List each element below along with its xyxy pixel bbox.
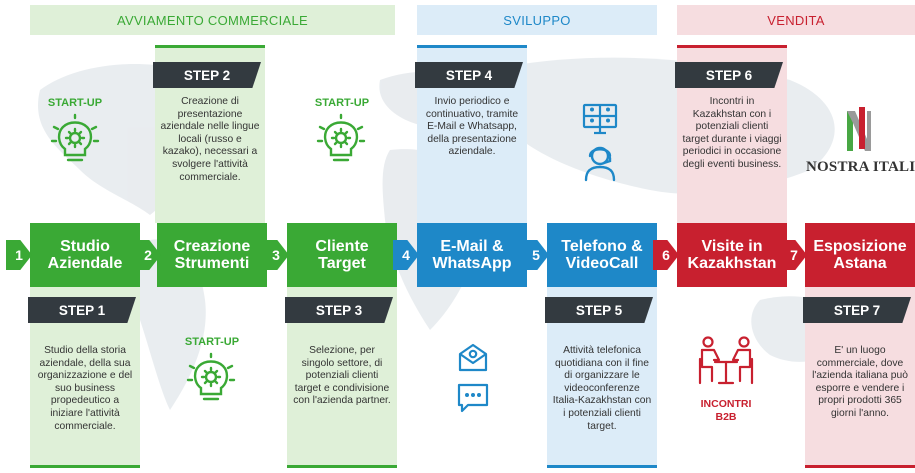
step-1-tag: STEP 1: [28, 297, 136, 323]
step-7-accent: [805, 465, 915, 468]
step-5-description: Attività telefonica quotidiana con il fi…: [552, 345, 652, 432]
nostra-italia-logo-icon: [847, 107, 871, 151]
phase-header-avviamento: AVVIAMENTO COMMERCIALE: [30, 5, 395, 35]
step-6-description: Incontri in Kazakhstan con i potenziali …: [682, 96, 782, 170]
step-4-block: E-Mail & WhatsApp: [417, 223, 527, 287]
lightbulb-gear-icon: [316, 113, 366, 162]
step-3-block: Cliente Target: [287, 223, 397, 287]
phase-header-vendita: VENDITA: [677, 5, 915, 35]
meeting-table-icon: [698, 336, 754, 385]
email-icon: [458, 343, 488, 372]
step-3-accent: [287, 465, 397, 468]
step-1-block: Studio Aziendale: [30, 223, 140, 287]
videoconference-icon: [582, 103, 618, 135]
chat-icon: [457, 383, 489, 413]
b2b-meetings-label: INCONTRI B2B: [700, 398, 752, 423]
step-4-accent: [417, 45, 527, 48]
step-7-tag: STEP 7: [803, 297, 911, 323]
step-3-description: Selezione, per singolo settore, di poten…: [293, 345, 391, 407]
step-5-block: Telefono & VideoCall: [547, 223, 657, 287]
step-7-description: E' un luogo commerciale, dove l'azienda …: [812, 345, 908, 419]
step-4-tag: STEP 4: [415, 62, 523, 88]
nostra-italia-logo-text: NOSTRA ITALIA: [806, 159, 915, 175]
step-5-tag: STEP 5: [545, 297, 653, 323]
step-6-block: Visite in Kazakhstan: [677, 223, 787, 287]
step-1-description: Studio della storia aziendale, della sua…: [37, 345, 133, 432]
step-5-accent: [547, 465, 657, 468]
operator-headset-icon: [584, 146, 616, 182]
step-7-block: Esposizione Astana: [805, 223, 915, 287]
step-4-description: Invio periodico e continuativo, tramite …: [425, 96, 519, 158]
phase-header-sviluppo: SVILUPPO: [417, 5, 657, 35]
step-6-tag: STEP 6: [675, 62, 783, 88]
lightbulb-gear-icon: [50, 113, 100, 162]
step-6-accent: [677, 45, 787, 48]
startup-label-3: START-UP: [314, 97, 370, 109]
step-3-tag: STEP 3: [285, 297, 393, 323]
lightbulb-gear-icon: [186, 352, 236, 401]
startup-label-1: START-UP: [47, 97, 103, 109]
step-2-accent: [155, 45, 265, 48]
step-2-description: Creazione di presentazione aziendale nel…: [160, 96, 260, 183]
step-2-tag: STEP 2: [153, 62, 261, 88]
step-1-accent: [30, 465, 140, 468]
startup-label-2: START-UP: [184, 336, 240, 348]
step-2-block: Creazione Strumenti: [157, 223, 267, 287]
